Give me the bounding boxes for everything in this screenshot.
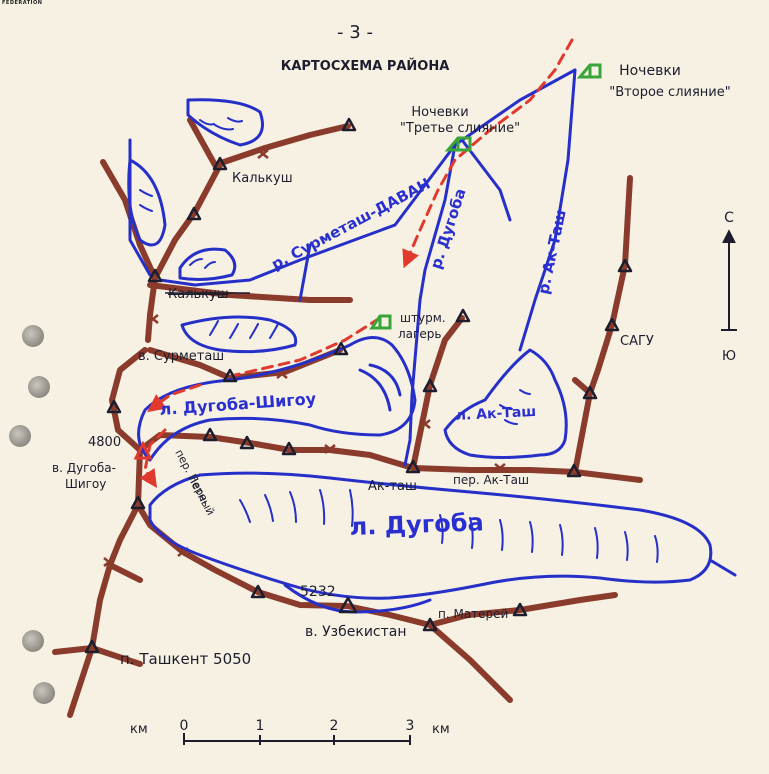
ridge-kalkush-main xyxy=(145,162,223,343)
map-title: КАРТОСХЕМА РАЙОНА xyxy=(281,58,450,74)
binder-hole xyxy=(33,682,55,704)
ridge-sagu xyxy=(572,175,633,475)
compass-south-label: Ю xyxy=(722,349,736,364)
ridge-crossings xyxy=(103,149,506,567)
camp-third-label-2: "Третье слияние" xyxy=(400,121,520,136)
scale-unit-left: км xyxy=(130,722,148,737)
route-glacier xyxy=(147,383,202,413)
glacier-dugoba-tongue xyxy=(708,558,737,577)
camp-third-label-1: Ночевки xyxy=(411,105,468,120)
river-surmetash-davan xyxy=(128,138,457,287)
ridge-main-divide xyxy=(137,432,643,483)
glacier-kalkush-mid xyxy=(178,247,237,281)
glacier-dugoba-shigou-inner xyxy=(358,363,402,412)
scale-tick-label: 0 xyxy=(180,718,189,734)
river-north-join xyxy=(460,138,512,222)
peak-surmetash-label: в. Сурметаш xyxy=(138,349,224,364)
river-dugoba xyxy=(403,143,457,467)
river-dugoba-upper xyxy=(453,68,577,147)
ridge-tashkent-west xyxy=(52,645,143,667)
glacier-dugoba-shigou-label: л. Дугоба-Шигоу xyxy=(159,389,317,419)
glacier-surmetash-mid xyxy=(180,315,298,354)
federation-logo: FEDERATION xyxy=(2,0,43,6)
ridge-kalkush-north xyxy=(187,117,351,168)
tent-assault-camp xyxy=(369,314,392,330)
river-ak-tash xyxy=(518,68,577,352)
peak-materey-label: п. Матерей xyxy=(438,607,508,621)
glacier-dugoba xyxy=(148,471,713,600)
peak-ak-tash-label: Ак-таш xyxy=(368,479,417,494)
compass: С Ю xyxy=(721,210,737,364)
route-approach xyxy=(402,38,574,269)
river-ak-tash-label: р. Ак-Таш xyxy=(534,208,569,296)
glacier-kalkush-north xyxy=(186,98,264,147)
ridge-materey-south xyxy=(427,622,513,703)
binder-hole xyxy=(9,425,31,447)
peak-kalkush-label: Калькуш xyxy=(232,171,293,186)
assault-camp-label-2: лагерь xyxy=(398,327,441,341)
ridge-west-loop xyxy=(109,347,148,453)
ridge-surmetash xyxy=(147,282,353,303)
route-to-camp xyxy=(233,316,382,377)
glacier-ak-tash-label: л. Ак-Таш xyxy=(455,404,536,424)
peak-markers xyxy=(84,117,633,654)
glacier-dugoba-label: л. Дугоба xyxy=(349,508,484,541)
binder-hole xyxy=(22,630,44,652)
ridge-sw xyxy=(107,562,143,583)
glacier-ak-tash xyxy=(443,348,568,459)
pass-ak-tash-label: пер. Ак-Таш xyxy=(453,473,529,487)
summit-4800-marker xyxy=(133,440,153,460)
peak-dugoba-shigou-label-1: в. Дугоба- xyxy=(52,461,116,475)
scale-bar: км 0 1 2 3 км xyxy=(130,718,450,745)
elevation-5232-label: 5232 xyxy=(300,584,336,600)
page-number: - 3 - xyxy=(337,22,373,43)
glacier-dugoba-shigou xyxy=(137,336,417,462)
river-surmetash-lower xyxy=(298,243,312,302)
compass-north-label: С xyxy=(724,210,734,226)
assault-camp-label-1: штурм. xyxy=(400,311,446,325)
binder-hole xyxy=(28,376,50,398)
glacier-crevasses xyxy=(139,117,659,563)
scale-unit-right: км xyxy=(432,722,450,737)
glaciers xyxy=(127,68,737,614)
elevation-4800-label: 4800 xyxy=(88,435,121,450)
scale-tick-label: 2 xyxy=(330,718,339,734)
scale-tick-label: 1 xyxy=(256,718,265,734)
tent-second-confluence xyxy=(576,63,602,79)
peak-kalkush-crossed-label: Калькуш xyxy=(168,287,229,302)
peak-uzbekistan-label: в. Узбекистан xyxy=(305,624,407,640)
binder-hole xyxy=(22,325,44,347)
camp-second-label-2: "Второе слияние" xyxy=(609,85,730,100)
pass-pereletny-label-2: летный xyxy=(185,473,217,517)
tent-third-confluence xyxy=(444,136,472,152)
peak-sagu-label: САГУ xyxy=(620,334,654,349)
camps xyxy=(369,63,602,330)
camp-second-label-1: Ночевки xyxy=(619,63,681,79)
peak-tashkent-label: п. Ташкент 5050 xyxy=(120,650,251,668)
scale-tick-label: 3 xyxy=(406,718,415,734)
peak-dugoba-shigou-label-2: Шигоу xyxy=(65,477,106,491)
